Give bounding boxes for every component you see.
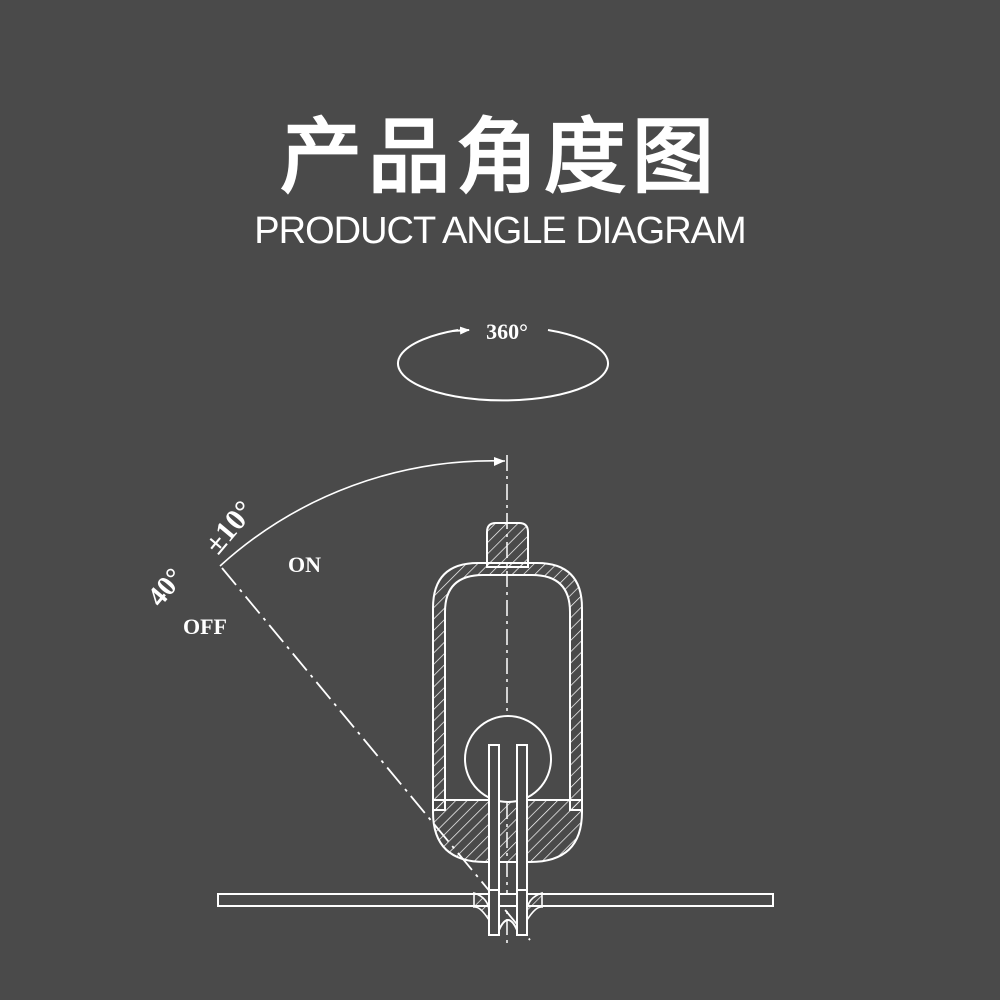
- rotation-label: 360°: [486, 319, 528, 344]
- rotation-arrow-icon: [451, 326, 470, 335]
- capsule-base: [432, 799, 583, 863]
- tilt-angle-label: ±10°: [198, 494, 261, 560]
- rotation-indicator: 360°: [397, 319, 609, 402]
- tilt-switch-capsule: [432, 522, 583, 936]
- page-title: 产品角度图: [279, 110, 720, 205]
- tilted-axis-line: [221, 567, 531, 941]
- lead-wire-left-through: [488, 889, 500, 936]
- angle-arc: [219, 460, 506, 567]
- off-angle-label: 40°: [142, 563, 191, 613]
- capsule-tip: [486, 522, 529, 568]
- rolling-ball: [464, 715, 552, 803]
- wire-bend: [498, 919, 518, 931]
- on-label: ON: [288, 552, 321, 577]
- page-subtitle: PRODUCT ANGLE DIAGRAM: [254, 210, 746, 252]
- tilt-angle-arc: [219, 457, 506, 567]
- mounting-board: [217, 889, 774, 936]
- arc-arrow-icon: [494, 457, 505, 466]
- lead-wire-right-through: [516, 889, 528, 936]
- off-label: OFF: [183, 614, 227, 639]
- rotation-ellipse: [397, 329, 609, 402]
